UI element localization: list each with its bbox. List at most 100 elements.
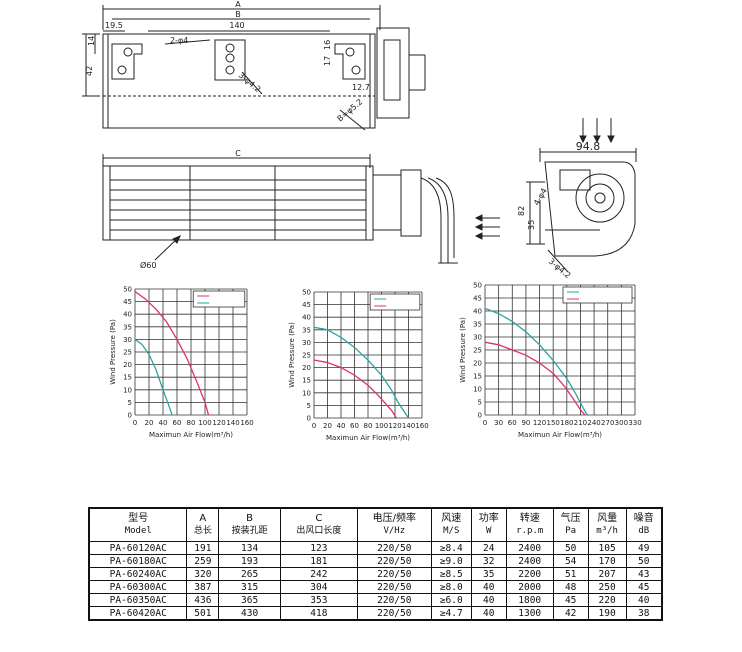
header-en: dB	[638, 526, 650, 536]
y-tick-label: 35	[473, 321, 482, 329]
header-cn: 功率	[478, 513, 499, 524]
dim-19-5: 19.5	[105, 21, 123, 30]
x-tick-label: 210	[574, 419, 587, 427]
table-cell: 220/50	[356, 593, 432, 607]
table-header-cell: C 出风口长度	[279, 507, 358, 542]
y-tick-label: 15	[123, 374, 132, 382]
table-cell: 1300	[505, 606, 554, 621]
table-cell: 54	[552, 554, 589, 568]
table-cell: 2400	[505, 554, 554, 568]
table-cell: 250	[587, 580, 627, 594]
table-cell: PA-60350AC	[88, 593, 188, 607]
dim-b: B	[235, 10, 241, 19]
dim-16: 16	[323, 40, 332, 50]
dim-phi60: Ø60	[140, 260, 156, 270]
header-en: Pa	[565, 526, 577, 536]
table-cell: 220/50	[356, 567, 432, 581]
header-cn: C	[315, 513, 323, 524]
table-cell: 35	[470, 567, 507, 581]
header-en: 出风口长度	[296, 526, 342, 536]
table-cell: 24	[470, 541, 507, 555]
header-en: m³/h	[596, 526, 618, 536]
x-tick-label: 160	[240, 419, 253, 427]
y-tick-label: 35	[302, 326, 311, 334]
x-tick-label: 40	[337, 422, 346, 430]
x-tick-label: 120	[388, 422, 401, 430]
dim-42: 42	[85, 66, 94, 76]
y-tick-label: 0	[307, 415, 311, 423]
header-cn: B	[246, 513, 254, 524]
header-cn: 电压/频率	[372, 513, 416, 524]
x-axis-label: Maximun Air Flow(m³/h)	[518, 431, 602, 439]
x-tick-label: 0	[483, 419, 487, 427]
table-cell: PA-60120AC	[88, 541, 188, 555]
x-tick-label: 300	[615, 419, 628, 427]
y-tick-label: 25	[123, 349, 132, 357]
table-cell: PA-60420AC	[88, 606, 188, 621]
table-cell: 2400	[505, 541, 554, 555]
table-cell: 220/50	[356, 554, 432, 568]
x-tick-label: 20	[145, 419, 154, 427]
x-tick-label: 20	[323, 422, 332, 430]
table-cell: 365	[218, 593, 281, 607]
y-tick-label: 40	[302, 314, 311, 322]
table-cell: 220/50	[356, 580, 432, 594]
x-tick-label: 180	[560, 419, 573, 427]
series-line-1	[484, 307, 588, 416]
table-cell: 315	[218, 580, 281, 594]
table-cell: 43	[625, 567, 663, 581]
header-cn: 型号	[128, 513, 149, 524]
table-cell: 193	[218, 554, 281, 568]
table-cell: ≥8.5	[430, 567, 472, 581]
y-tick-label: 35	[123, 323, 132, 331]
header-en: 总长	[193, 526, 212, 536]
x-tick-label: 120	[212, 419, 225, 427]
x-tick-label: 0	[312, 422, 316, 430]
y-tick-label: 0	[478, 412, 482, 420]
x-axis-label: Maximun Air Flow(m³/h)	[149, 431, 233, 439]
series-line-2	[313, 359, 397, 419]
table-header-cell: B 按装孔距	[218, 507, 281, 542]
technical-drawings: A B 19.5 140 2-φ4 14 42 17 16 12.7 3-φ4.…	[82, 0, 637, 280]
y-tick-label: 40	[123, 311, 132, 319]
table-cell: 190	[587, 606, 627, 621]
y-tick-label: 45	[302, 301, 311, 309]
header-cn: 气压	[560, 513, 581, 524]
y-axis-label: Wind Pressure (Pa)	[288, 322, 296, 388]
y-tick-label: 15	[473, 373, 482, 381]
x-tick-label: 150	[546, 419, 559, 427]
table-cell: 50	[625, 554, 663, 568]
header-en: 按装孔距	[231, 526, 268, 536]
series-line-2	[134, 338, 173, 416]
table-cell: ≥8.0	[430, 580, 472, 594]
dim-a: A	[235, 0, 241, 9]
table-cell: 123	[279, 541, 358, 555]
y-tick-label: 30	[123, 336, 132, 344]
x-tick-label: 0	[133, 419, 137, 427]
table-cell: 40	[625, 593, 663, 607]
table-cell: ≥8.4	[430, 541, 472, 555]
table-cell: 170	[587, 554, 627, 568]
y-tick-label: 50	[473, 282, 482, 290]
table-cell: 430	[218, 606, 281, 621]
table-cell: 242	[279, 567, 358, 581]
x-tick-label: 60	[350, 422, 359, 430]
table-cell: 45	[552, 593, 589, 607]
x-tick-label: 120	[533, 419, 546, 427]
table-cell: ≥9.0	[430, 554, 472, 568]
y-tick-label: 10	[123, 386, 132, 394]
x-axis-label: Maximun Air Flow(m³/h)	[326, 434, 410, 442]
y-tick-label: 5	[478, 399, 482, 407]
y-tick-label: 15	[302, 377, 311, 385]
y-tick-label: 0	[128, 412, 132, 420]
dim-3-phi4-2-side: 3-φ4.2	[547, 257, 573, 280]
x-tick-label: 240	[587, 419, 600, 427]
y-tick-label: 40	[473, 308, 482, 316]
dim-94-8: 94.8	[576, 140, 601, 153]
